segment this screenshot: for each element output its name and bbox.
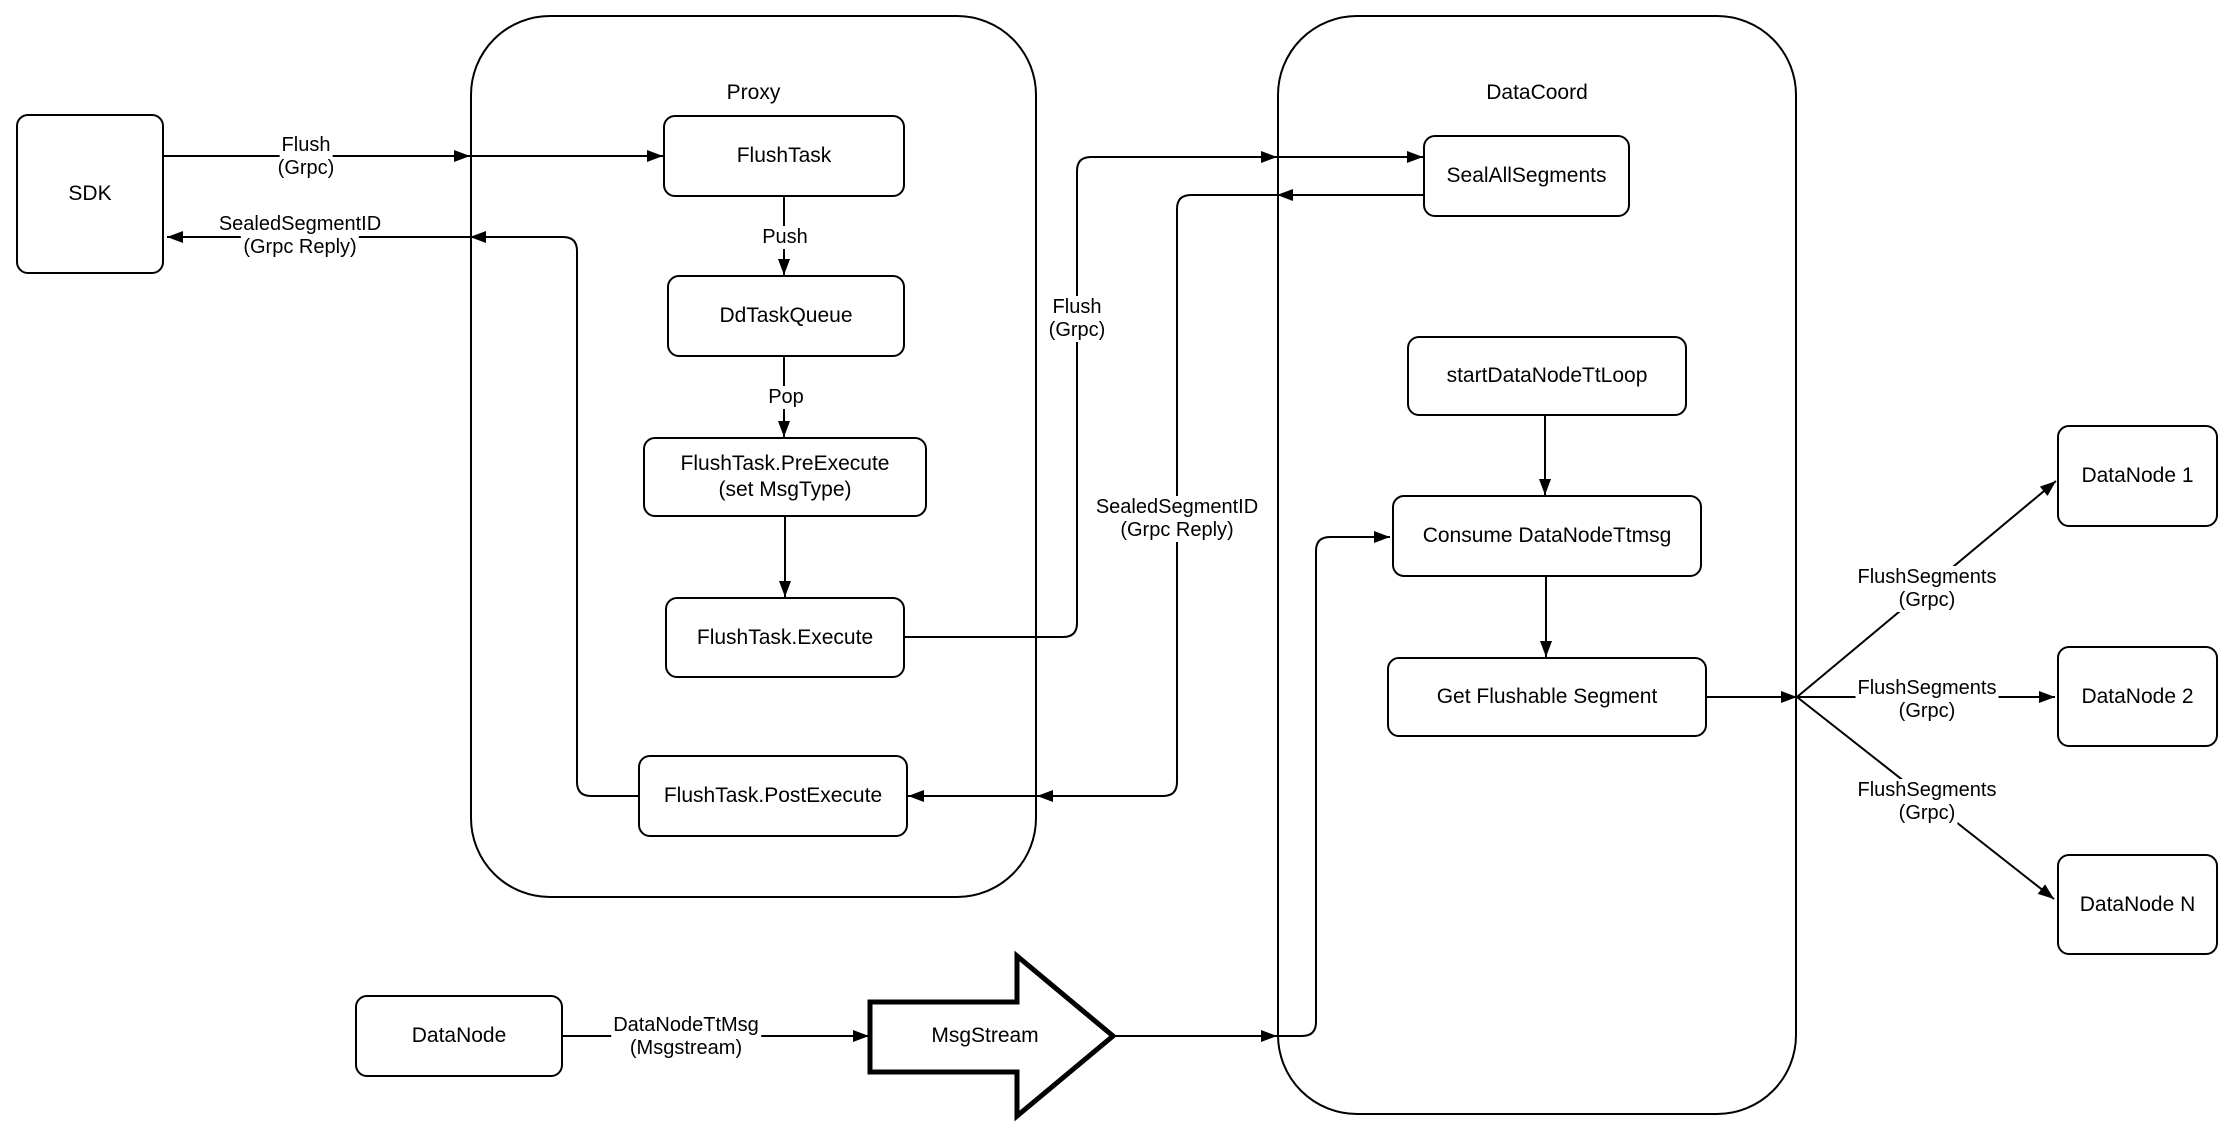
node-preexecute-label-line2: (set MsgType) [718, 478, 852, 501]
edge-reply-to-proxy-edge [1037, 194, 1277, 802]
node-sdk: SDK [16, 114, 164, 274]
node-preexecute: FlushTask.PreExecute (set MsgType) [643, 437, 927, 517]
node-execute: FlushTask.Execute [665, 597, 905, 678]
label-flushsegments-3: FlushSegments (Grpc) [1855, 779, 1999, 825]
node-datanode-2-label: DataNode 2 [2081, 684, 2194, 708]
datacoord-container: DataCoord [1277, 15, 1797, 1115]
node-datanode-bottom-label: DataNode [411, 1024, 507, 1047]
node-datanode-2: DataNode 2 [2057, 646, 2218, 747]
node-get-flushable-segment: Get Flushable Segment [1387, 657, 1707, 737]
edge-postexecute-to-proxy-edge [470, 231, 638, 797]
node-datanode-n-label: DataNode N [2079, 892, 2196, 916]
edge-execute-to-datacoord [905, 151, 1277, 638]
node-get-flushable-segment-label: Get Flushable Segment [1436, 685, 1658, 708]
node-consume-datanodettmsg: Consume DataNodeTtmsg [1392, 495, 1702, 577]
msgstream-block-arrow [867, 950, 1117, 1122]
msgstream-shape-label: MsgStream [931, 1024, 1039, 1047]
proxy-container: Proxy [470, 15, 1037, 898]
node-sealallsegments-label: SealAllSegments [1446, 164, 1607, 187]
node-datanode-n: DataNode N [2057, 854, 2218, 955]
node-datanode-1-label: DataNode 1 [2081, 464, 2194, 487]
node-sdk-label: SDK [68, 182, 112, 205]
node-flushtask-label: FlushTask [736, 144, 832, 167]
node-ddtaskqueue-label: DdTaskQueue [719, 304, 853, 327]
label-sdk-reply: SealedSegmentID (Grpc Reply) [216, 213, 384, 259]
node-postexecute: FlushTask.PostExecute [638, 755, 908, 837]
node-startdatanodettloop-label: startDataNodeTtLoop [1446, 364, 1648, 387]
proxy-container-label: Proxy [726, 81, 781, 104]
label-sdk-flush: Flush (Grpc) [275, 134, 337, 180]
label-datanode-ttmsg: DataNodeTtMsg (Msgstream) [611, 1014, 761, 1060]
node-datanode-1: DataNode 1 [2057, 425, 2218, 527]
node-execute-label: FlushTask.Execute [696, 625, 874, 649]
datacoord-container-label: DataCoord [1486, 81, 1588, 104]
label-pop: Pop [766, 386, 806, 409]
node-flushtask: FlushTask [663, 115, 905, 197]
label-push: Push [760, 226, 810, 249]
label-flushsegments-1: FlushSegments (Grpc) [1855, 566, 1999, 612]
node-consume-datanodettmsg-label: Consume DataNodeTtmsg [1422, 524, 1672, 547]
node-ddtaskqueue: DdTaskQueue [667, 275, 905, 357]
label-flushsegments-2: FlushSegments (Grpc) [1855, 677, 1999, 723]
edge-datacoord-edge-to-consume [1277, 531, 1390, 1037]
node-sealallsegments: SealAllSegments [1423, 135, 1630, 217]
node-datanode-bottom: DataNode [355, 995, 563, 1077]
node-postexecute-label: FlushTask.PostExecute [663, 784, 883, 807]
label-reply-mid: SealedSegmentID (Grpc Reply) [1093, 496, 1261, 542]
label-flush-mid: Flush (Grpc) [1046, 296, 1108, 342]
node-preexecute-label-line1: FlushTask.PreExecute [680, 452, 890, 475]
node-startdatanodettloop: startDataNodeTtLoop [1407, 336, 1687, 416]
